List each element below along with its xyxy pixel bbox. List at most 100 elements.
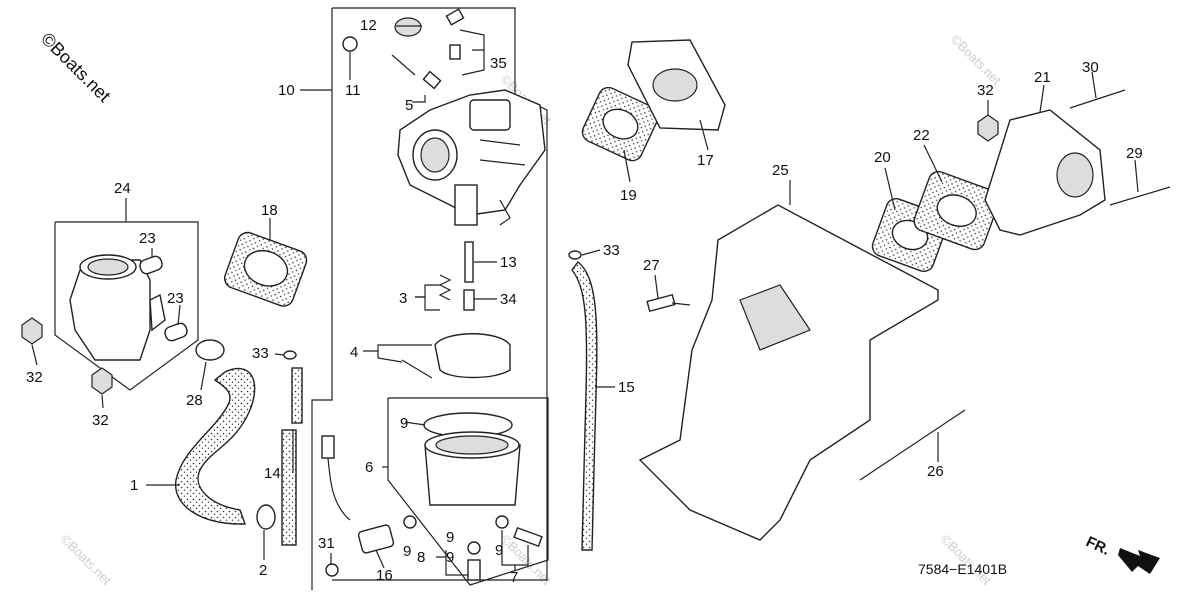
gasket-part-22 <box>913 170 1000 251</box>
nut-part-32-right <box>977 114 999 142</box>
washer-part-9-left <box>403 515 417 529</box>
callout-11: 11 <box>345 82 361 99</box>
callout-33-right: 33 <box>603 242 620 259</box>
stud-part-29 <box>1109 186 1171 206</box>
callout-3: 3 <box>399 290 407 307</box>
bolt-part-27 <box>646 293 676 313</box>
callout-6: 6 <box>365 459 373 476</box>
callout-18: 18 <box>261 202 278 219</box>
callout-9-washer-right: 9 <box>495 542 503 559</box>
clip-part-33-right <box>568 250 582 260</box>
callout-1: 1 <box>130 477 138 494</box>
pin-part-23-upper <box>139 255 163 275</box>
cap-part-12 <box>394 17 422 37</box>
nut-part-32-left <box>21 317 43 345</box>
hose-clip-part-2 <box>256 504 276 530</box>
front-arrow-icon <box>1118 548 1160 574</box>
callout-12: 12 <box>360 17 377 34</box>
drain-bolt-part-8 <box>467 559 481 581</box>
float-chamber-part-6 <box>424 431 521 506</box>
front-direction-indicator: FR. <box>1083 533 1160 574</box>
callout-22: 22 <box>913 127 930 144</box>
clip-part-33-left <box>283 350 297 360</box>
callout-31: 31 <box>318 535 335 552</box>
callout-33-left: 33 <box>252 345 269 362</box>
air-guide-opening <box>739 284 811 351</box>
tube-part-14 <box>281 429 297 546</box>
float-chamber-frame <box>387 397 549 586</box>
front-label: FR. <box>1083 533 1112 559</box>
callout-9-ring: 9 <box>400 415 408 432</box>
callout-21: 21 <box>1034 69 1051 86</box>
callout-24: 24 <box>114 180 131 197</box>
fuel-hose-part-1 <box>174 367 256 525</box>
joint-assembly-frame <box>54 198 199 391</box>
callout-labels: 1 2 3 4 5 6 7 8 9 9 9 9 9 10 11 12 13 14… <box>26 17 1143 586</box>
callout-34: 34 <box>500 291 517 308</box>
callout-14: 14 <box>264 465 281 482</box>
callout-9-washer-center-bottom: 9 <box>446 549 454 566</box>
screw-part-35 <box>445 8 465 26</box>
gasket-part-19 <box>581 86 660 162</box>
hose-clamp-part-28 <box>195 339 225 361</box>
callout-8: 8 <box>417 549 425 566</box>
callout-30: 30 <box>1082 59 1099 76</box>
callout-9-washer-left: 9 <box>403 543 411 560</box>
callout-17: 17 <box>697 152 714 169</box>
washer-part-9-center <box>467 541 481 555</box>
gasket-part-18 <box>223 231 308 307</box>
bolt-part-7 <box>513 526 543 548</box>
callout-29: 29 <box>1126 145 1143 162</box>
spring-part-5 <box>422 70 442 90</box>
callout-5: 5 <box>405 97 413 114</box>
drawing-code: 7584−E1401B <box>918 561 1007 577</box>
callout-9-washer-center-top: 9 <box>446 529 454 546</box>
pilot-screw-part-5 <box>391 54 416 76</box>
carburetor-part-10 <box>397 89 546 226</box>
stud-part-26 <box>859 409 966 481</box>
joint-part-24 <box>69 254 166 361</box>
callout-35: 35 <box>490 55 507 72</box>
tube-part-15 <box>571 260 598 551</box>
callout-26: 26 <box>927 463 944 480</box>
callout-23-lower: 23 <box>167 290 184 307</box>
stud-part-30 <box>1069 89 1126 109</box>
nut-part-32-center <box>91 367 113 395</box>
brand-mark: ©Boats.net <box>37 29 114 106</box>
callout-16: 16 <box>376 567 393 584</box>
callout-2: 2 <box>259 562 267 579</box>
callout-13: 13 <box>500 254 517 271</box>
callout-20: 20 <box>874 149 891 166</box>
callout-23-upper: 23 <box>139 230 156 247</box>
screw-part-31 <box>325 563 339 577</box>
fuel-cut-solenoid-part-16 <box>321 435 395 554</box>
callout-10: 10 <box>278 82 295 99</box>
callout-4: 4 <box>350 344 358 361</box>
watermark: ©Boats.net <box>938 532 994 588</box>
callout-25: 25 <box>772 162 789 179</box>
callout-15: 15 <box>618 379 635 396</box>
callout-32-center: 32 <box>92 412 109 429</box>
watermark: ©Boats.net <box>948 32 1004 88</box>
intake-manifold-part-21 <box>984 109 1106 236</box>
callout-28: 28 <box>186 392 203 409</box>
callout-7: 7 <box>510 569 518 586</box>
insulator-part-17 <box>627 39 726 131</box>
screw-part-11 <box>342 36 358 52</box>
leader-lines <box>31 25 1139 576</box>
jet-part-34 <box>463 289 475 311</box>
spring-part-3 <box>438 274 452 301</box>
callout-32-left: 32 <box>26 369 43 386</box>
pin-part-23-lower <box>164 322 188 342</box>
callout-32-right: 32 <box>977 82 994 99</box>
watermark: ©Boats.net <box>58 532 114 588</box>
jet-part-35 <box>449 44 461 60</box>
tube-part-14-upper <box>291 367 303 424</box>
needle-jet-part-13 <box>464 241 474 283</box>
callout-19: 19 <box>620 187 637 204</box>
float-part-4 <box>401 333 511 379</box>
callout-27: 27 <box>643 257 660 274</box>
air-guide-part-25 <box>638 204 939 541</box>
washer-part-9-right <box>495 515 509 529</box>
